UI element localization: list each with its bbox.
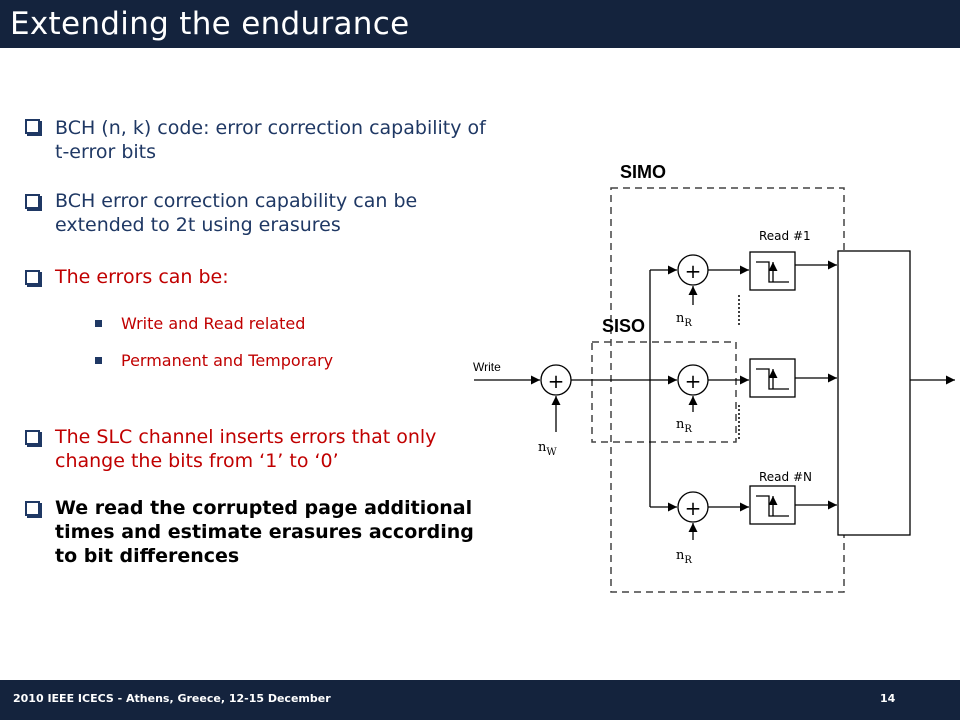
noise-symbol: n <box>676 417 685 432</box>
read-noise-label: nR <box>676 417 692 435</box>
checkbox-bullet-icon <box>25 430 40 445</box>
quantizer-icon <box>756 368 789 390</box>
page-number: 14 <box>880 692 896 705</box>
noise-subscript: R <box>684 318 692 329</box>
quantizer-icon <box>756 261 789 283</box>
checkbox-bullet-icon <box>25 119 40 134</box>
footer-conference: 2010 IEEE ICECS - Athens, Greece, 12-15 … <box>13 692 331 705</box>
noise-subscript: W <box>546 447 557 458</box>
title-bar: Extending the endurance <box>0 0 960 48</box>
plus-sign: + <box>548 369 565 393</box>
checkbox-bullet-icon <box>25 194 40 209</box>
combiner-block <box>837 250 911 536</box>
channel-diagram: SIMO SISO Write + nW + nR Read #1 + nR +… <box>473 162 955 593</box>
checkbox-bullet-icon <box>25 501 40 516</box>
simo-region <box>610 187 845 593</box>
read-first-label: Read #1 <box>759 229 811 243</box>
slide-title: Extending the endurance <box>10 6 410 42</box>
subbullet-text: Write and Read related <box>121 314 306 333</box>
simo-label: SIMO <box>620 162 666 182</box>
bullet-text: The errors can be: <box>55 266 229 288</box>
footer-bar: 2010 IEEE ICECS - Athens, Greece, 12-15 … <box>0 680 960 720</box>
noise-symbol: n <box>676 548 685 563</box>
bullet-text: We read the corrupted page additional ti… <box>55 497 474 567</box>
noise-subscript: R <box>684 424 692 435</box>
subbullet-text: Permanent and Temporary <box>121 351 334 370</box>
checkbox-bullet-icon <box>25 270 40 285</box>
noise-subscript: R <box>684 555 692 566</box>
plus-sign: + <box>685 259 702 283</box>
noise-symbol: n <box>538 440 547 455</box>
siso-region <box>591 341 737 443</box>
plus-sign: + <box>685 369 702 393</box>
read-last-label: Read #N <box>759 470 812 484</box>
quantizer-icon <box>756 495 789 517</box>
write-label: Write <box>473 360 501 374</box>
bullet-text: BCH (n, k) code: error correction capabi… <box>55 117 486 163</box>
square-bullet-icon <box>95 357 102 364</box>
bullet-text: BCH error correction capability can be e… <box>55 190 418 236</box>
read-noise-label: nR <box>676 548 692 566</box>
write-noise-label: nW <box>538 440 557 458</box>
bullet-text: The SLC channel inserts errors that only… <box>55 426 437 472</box>
read-noise-label: nR <box>676 311 692 329</box>
noise-symbol: n <box>676 311 685 326</box>
square-bullet-icon <box>95 320 102 327</box>
siso-label: SISO <box>602 316 645 336</box>
plus-sign: + <box>685 496 702 520</box>
